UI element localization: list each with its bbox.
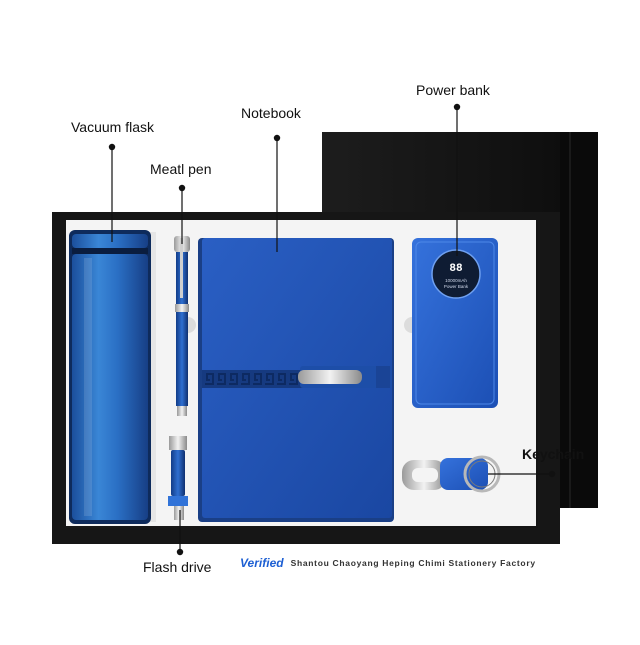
callout-lines: [111, 107, 552, 552]
power-bank-capacity: 10000mAh: [445, 278, 467, 283]
label-power-bank: Power bank: [416, 82, 490, 98]
verified-footer: Verified Shantou Chaoyang Heping Chimi S…: [240, 556, 536, 570]
flash-drive: [168, 436, 188, 520]
metal-pen: [174, 236, 190, 416]
power-bank: [412, 238, 498, 408]
power-bank-text: Power Bank: [444, 284, 469, 289]
label-keychain: Keychain: [522, 446, 585, 462]
company-name: Shantou Chaoyang Heping Chimi Stationery…: [290, 558, 536, 568]
verified-badge: Verified: [240, 556, 284, 570]
label-vacuum-flask: Vacuum flask: [71, 119, 154, 135]
power-bank-display: [431, 249, 481, 299]
vacuum-flask: [69, 230, 151, 524]
keychain: [402, 455, 501, 493]
label-metal-pen: Meatl pen: [150, 161, 212, 177]
power-bank-digits: 88: [449, 263, 463, 275]
notebook: [198, 238, 394, 522]
callout-dots: [108, 103, 556, 556]
label-flash-drive: Flash drive: [143, 559, 212, 575]
label-notebook: Notebook: [241, 105, 301, 121]
